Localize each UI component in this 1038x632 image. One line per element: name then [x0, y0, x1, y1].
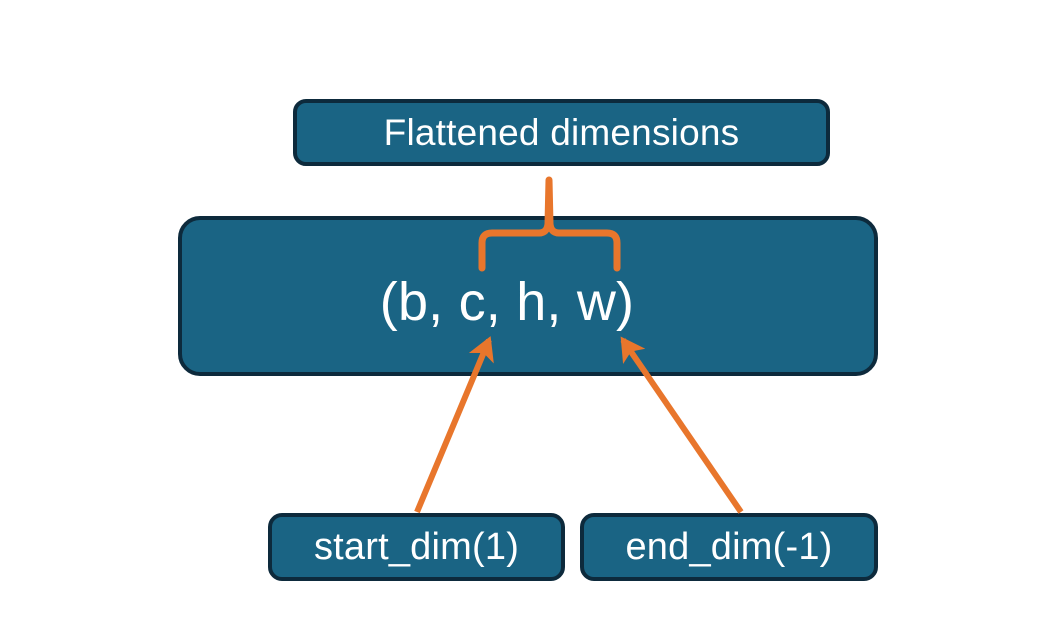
node-end-dim-label: end_dim(-1) [625, 526, 833, 568]
node-start-dim-label: start_dim(1) [313, 526, 520, 568]
node-start-dim: start_dim(1) [268, 513, 565, 581]
node-end-dim: end_dim(-1) [580, 513, 878, 581]
node-tensor-shape-label: (b, c, h, w) [379, 272, 635, 332]
node-tensor-shape: (b, c, h, w) [178, 216, 878, 376]
node-flattened-dimensions-label: Flattened dimensions [383, 112, 740, 153]
node-flattened-dimensions: Flattened dimensions [293, 99, 830, 166]
